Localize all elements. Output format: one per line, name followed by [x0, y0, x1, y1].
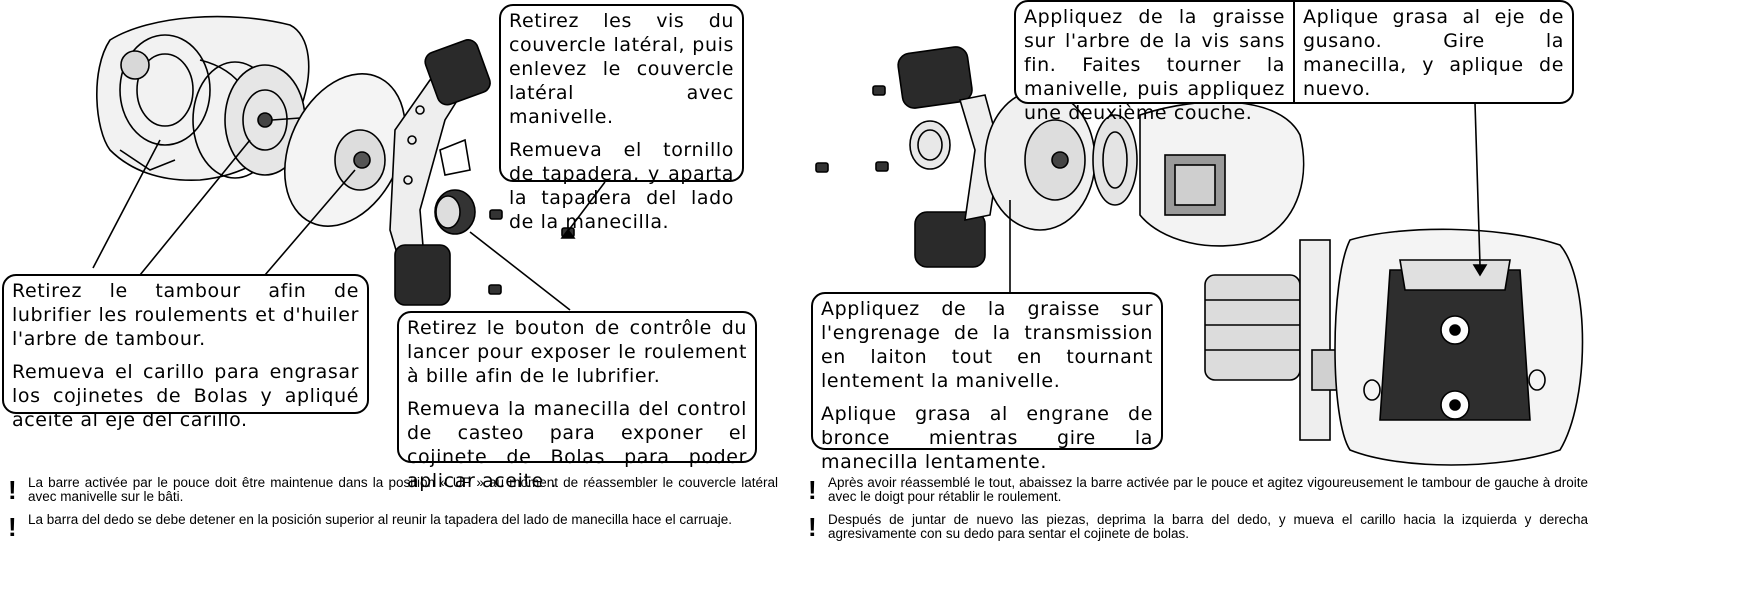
left-side-cover — [283, 73, 407, 227]
note-right-fr-text: Après avoir réassemblé le tout, abaissez… — [828, 475, 1588, 504]
callout-spool-es: Remueva el carillo para engrasar los coj… — [12, 361, 359, 431]
right-screws — [815, 85, 889, 173]
callout-worm-shaft-es: Aplique grasa al eje de gusano. Gire la … — [1293, 2, 1572, 102]
right-bushing — [909, 120, 951, 170]
callout-side-cover: Retirez les vis du couvercle latéral, pu… — [499, 4, 744, 233]
note-left-fr-text: La barre activée par le pouce doit être … — [28, 475, 778, 504]
warning-icon: ! — [8, 475, 17, 505]
callout-side-cover-fr: Retirez les vis du couvercle latéral, pu… — [509, 10, 734, 128]
warning-icon: ! — [808, 475, 817, 505]
note-left-es: ! La barra del dedo se debe detener en l… — [8, 512, 778, 541]
callout-cast-control-es: Remueva la manecilla del control de cast… — [407, 398, 747, 492]
warning-icon: ! — [808, 512, 817, 542]
left-cast-knob — [434, 189, 476, 235]
note-right-fr: ! Après avoir réassemblé le tout, abaiss… — [808, 476, 1588, 504]
callout-cast-control: Retirez le bouton de contrôle du lancer … — [397, 311, 757, 492]
right-frame — [1139, 101, 1305, 247]
callout-drive-gear: Appliquez de la graisse sur l'engrenage … — [811, 292, 1163, 473]
right-gear — [1092, 114, 1138, 206]
note-left-fr: ! La barre activée par le pouce doit êtr… — [8, 476, 778, 504]
right-side-plate — [984, 89, 1096, 231]
callout-drive-gear-es: Aplique grasa al engrane de bronce mient… — [821, 403, 1153, 473]
note-right-es-text: Después de juntar de nuevo las piezas, d… — [828, 512, 1588, 541]
note-left-es-text: La barra del dedo se debe detener en la … — [28, 512, 732, 527]
warning-icon: ! — [8, 512, 17, 542]
callout-worm-shaft-fr: Appliquez de la graisse sur l'arbre de l… — [1024, 6, 1285, 124]
callout-spool: Retirez le tambour afin de lubrifier les… — [2, 274, 369, 431]
callout-spool-fr: Retirez le tambour afin de lubrifier les… — [12, 280, 359, 350]
callout-worm-shaft: Appliquez de la graisse sur l'arbre de l… — [1014, 0, 1574, 124]
callout-cast-control-fr: Retirez le bouton de contrôle du lancer … — [407, 317, 747, 387]
callout-drive-gear-fr: Appliquez de la graisse sur l'engrenage … — [821, 298, 1153, 392]
left-handle — [389, 39, 491, 306]
note-right-es: ! Después de juntar de nuevo las piezas,… — [808, 513, 1588, 541]
callout-side-cover-es: Remueva el tornillo de tapadera, y apart… — [509, 139, 734, 233]
right-reel-topview — [1204, 228, 1584, 466]
